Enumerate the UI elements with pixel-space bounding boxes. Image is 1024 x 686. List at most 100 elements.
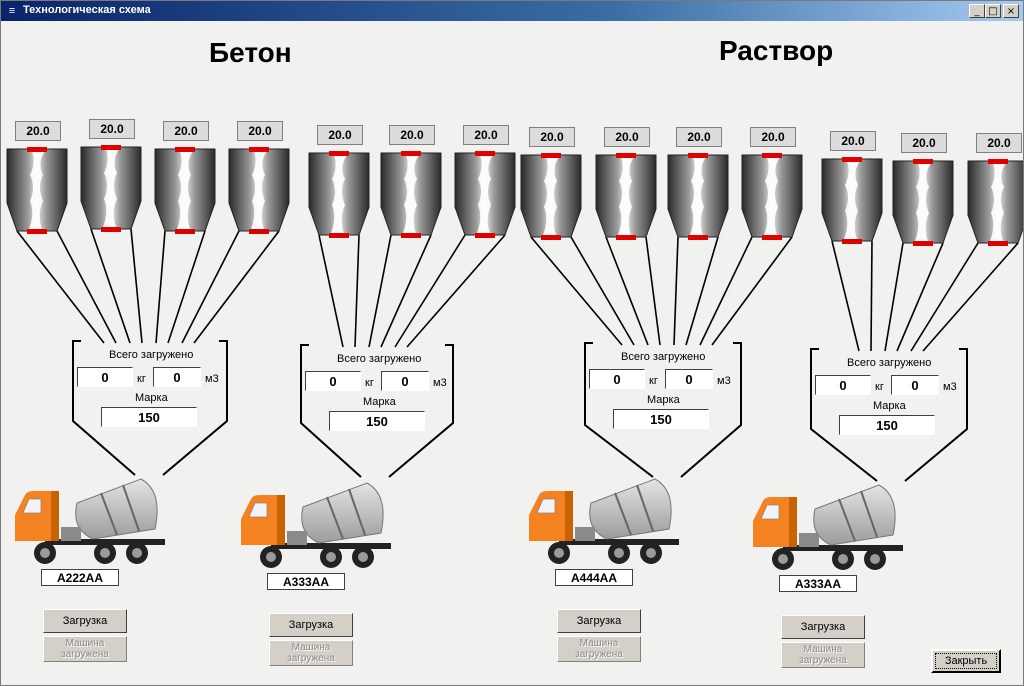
silo-top-valve bbox=[842, 157, 862, 162]
m3-unit-label: м3 bbox=[433, 377, 447, 389]
feed-line bbox=[530, 236, 623, 346]
silo-level bbox=[764, 157, 780, 235]
feed-line bbox=[368, 234, 392, 348]
silo-bottom-valve bbox=[101, 227, 121, 232]
kg-unit-label: кг bbox=[875, 381, 884, 393]
truck-window bbox=[760, 504, 780, 520]
truck-loaded-line1: Машина bbox=[579, 638, 619, 649]
silo-bottom-valve bbox=[616, 235, 636, 240]
truck-wheel-hub bbox=[40, 548, 50, 558]
mixer-truck bbox=[15, 478, 165, 564]
silo-bottom-valve bbox=[27, 229, 47, 234]
mixer-drum bbox=[75, 478, 158, 540]
feed-line bbox=[193, 230, 280, 344]
truck-wheel-hub bbox=[358, 552, 368, 562]
silo-top-valve bbox=[616, 153, 636, 158]
mixer-truck bbox=[241, 482, 391, 568]
hopper-outline bbox=[72, 340, 228, 476]
silo bbox=[821, 157, 883, 244]
silo-value: 20.0 bbox=[89, 119, 135, 139]
feed-line bbox=[896, 242, 944, 352]
volume-m3-field[interactable]: 0 bbox=[665, 369, 713, 389]
grade-label: Марка bbox=[363, 396, 396, 408]
diagram-lines bbox=[6, 145, 1023, 570]
truck-cab bbox=[753, 497, 793, 547]
drum-stripe bbox=[348, 488, 366, 536]
silo bbox=[967, 159, 1023, 246]
silo-value: 20.0 bbox=[604, 127, 650, 147]
silo bbox=[667, 153, 729, 240]
volume-m3-field[interactable]: 0 bbox=[153, 367, 201, 387]
silo-value: 20.0 bbox=[237, 121, 283, 141]
drum-stripe bbox=[614, 492, 632, 536]
weight-kg-field[interactable]: 0 bbox=[77, 367, 133, 387]
truck-frame bbox=[799, 533, 819, 547]
grade-field[interactable]: 150 bbox=[613, 409, 709, 429]
truck-window bbox=[536, 498, 556, 514]
silo-value: 20.0 bbox=[463, 125, 509, 145]
silo-bottom-valve bbox=[688, 235, 708, 240]
grade-field[interactable]: 150 bbox=[839, 415, 935, 435]
volume-m3-field[interactable]: 0 bbox=[891, 375, 939, 395]
total-loaded-label: Всего загружено bbox=[847, 357, 932, 369]
license-plate: А333АА bbox=[267, 573, 345, 590]
load-button[interactable]: Загрузка bbox=[557, 609, 641, 633]
silo-bottom-valve bbox=[475, 233, 495, 238]
silo-value: 20.0 bbox=[15, 121, 61, 141]
minimize-button[interactable]: _ bbox=[969, 4, 985, 18]
load-button[interactable]: Загрузка bbox=[43, 609, 127, 633]
drum-stripe bbox=[636, 484, 654, 532]
grade-field[interactable]: 150 bbox=[329, 411, 425, 431]
feed-line bbox=[673, 236, 679, 346]
license-plate: А222АА bbox=[41, 569, 119, 586]
silo-bottom-valve bbox=[329, 233, 349, 238]
silo-bottom-valve bbox=[913, 241, 933, 246]
load-button[interactable]: Загрузка bbox=[781, 615, 865, 639]
mixer-drum bbox=[589, 478, 672, 540]
feed-line bbox=[699, 236, 753, 346]
silo-top-valve bbox=[475, 151, 495, 156]
load-button[interactable]: Загрузка bbox=[269, 613, 353, 637]
close-button[interactable]: Закрыть bbox=[931, 649, 1001, 673]
silo-level bbox=[844, 161, 860, 239]
silo-value: 20.0 bbox=[317, 125, 363, 145]
truck-loaded-line2: загружена bbox=[61, 649, 109, 660]
maximize-button[interactable]: □ bbox=[985, 4, 1001, 18]
truck-loaded-line2: загружена bbox=[575, 649, 623, 660]
kg-unit-label: кг bbox=[649, 375, 658, 387]
silo bbox=[454, 151, 516, 238]
title-bar[interactable]: ≡ Технологическая схема _ □ × bbox=[1, 1, 1023, 21]
truck-cab bbox=[241, 495, 281, 545]
truck-wheel-hub bbox=[614, 548, 624, 558]
silo-bottom-valve bbox=[541, 235, 561, 240]
silo-bottom-valve bbox=[988, 241, 1008, 246]
weight-kg-field[interactable]: 0 bbox=[305, 371, 361, 391]
truck-frame bbox=[61, 527, 81, 541]
grade-field[interactable]: 150 bbox=[101, 407, 197, 427]
feed-line bbox=[884, 242, 904, 352]
feed-line bbox=[354, 234, 360, 348]
silo bbox=[308, 151, 370, 238]
heading-mortar: Раствор bbox=[719, 35, 834, 66]
weight-kg-field[interactable]: 0 bbox=[589, 369, 645, 389]
silo-top-valve bbox=[988, 159, 1008, 164]
silo-level bbox=[403, 155, 419, 233]
silo bbox=[80, 145, 142, 232]
weight-kg-field[interactable]: 0 bbox=[815, 375, 871, 395]
silo-level bbox=[251, 151, 267, 229]
close-window-button[interactable]: × bbox=[1003, 4, 1019, 18]
silo-value: 20.0 bbox=[676, 127, 722, 147]
volume-m3-field[interactable]: 0 bbox=[381, 371, 429, 391]
silo bbox=[380, 151, 442, 238]
silo-bottom-valve bbox=[401, 233, 421, 238]
feed-line bbox=[130, 228, 143, 344]
truck-window bbox=[248, 502, 268, 518]
grade-label: Марка bbox=[135, 392, 168, 404]
truck-wheel-hub bbox=[326, 552, 336, 562]
feed-line bbox=[90, 228, 131, 344]
